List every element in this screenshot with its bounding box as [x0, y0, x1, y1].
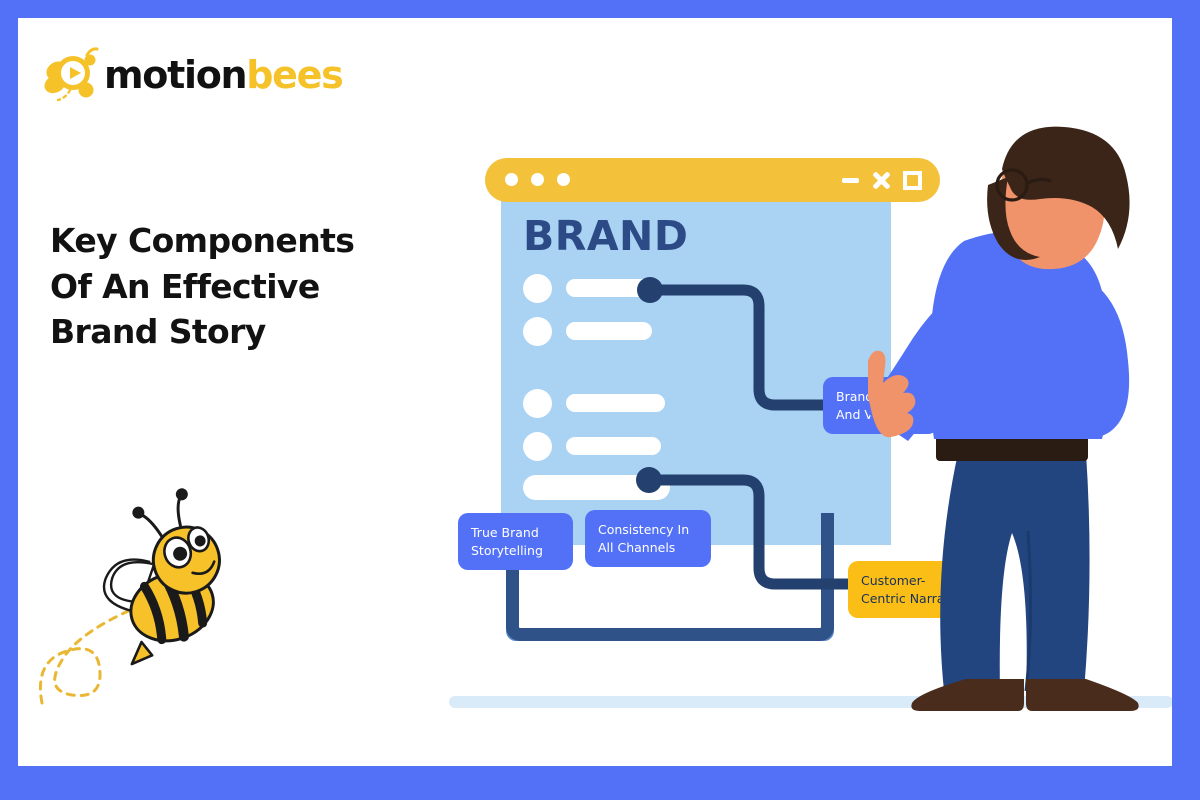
list-item: [523, 273, 783, 303]
bullet-icon: [523, 273, 552, 303]
window-dot-icon[interactable]: [505, 173, 518, 186]
presenter-character: [868, 126, 1139, 711]
placeholder-bar-wide: [523, 475, 670, 500]
window-titlebar: [485, 158, 940, 202]
logo-word-bees: bees: [246, 53, 343, 97]
logo-wordmark: motionbees: [104, 53, 344, 97]
window-dot-icon[interactable]: [557, 173, 570, 186]
bullet-icon: [523, 388, 552, 418]
poster-canvas: motionbees Key Components Of An Effectiv…: [18, 18, 1172, 766]
placeholder-bar: [566, 437, 661, 455]
placeholder-bar: [566, 279, 652, 297]
callout-true-brand-storytelling[interactable]: True Brand Storytelling: [458, 513, 573, 570]
page-title: Key Components Of An Effective Brand Sto…: [50, 221, 355, 352]
placeholder-bar: [566, 394, 665, 412]
list-item: [523, 431, 783, 461]
screen-title: BRAND: [523, 212, 689, 260]
cartoon-bee-illustration: [38, 488, 221, 705]
logo-word-motion: motion: [104, 53, 248, 97]
list-item: [523, 316, 783, 346]
minimize-icon[interactable]: [842, 177, 859, 183]
window-dots: [505, 173, 570, 186]
window-controls: [842, 158, 922, 202]
screen-list: [523, 273, 783, 461]
bullet-icon: [523, 316, 552, 346]
maximize-icon[interactable]: [903, 170, 922, 190]
illustration-stage: BRAND: [413, 113, 1172, 733]
bee-play-logo-icon: [44, 47, 99, 102]
placeholder-bar: [566, 322, 652, 340]
bullet-icon: [523, 431, 552, 461]
window-dot-icon[interactable]: [531, 173, 544, 186]
list-item: [523, 388, 783, 418]
brand-logo[interactable]: motionbees: [40, 44, 344, 106]
callout-consistency-all-channels[interactable]: Consistency In All Channels: [585, 510, 711, 567]
